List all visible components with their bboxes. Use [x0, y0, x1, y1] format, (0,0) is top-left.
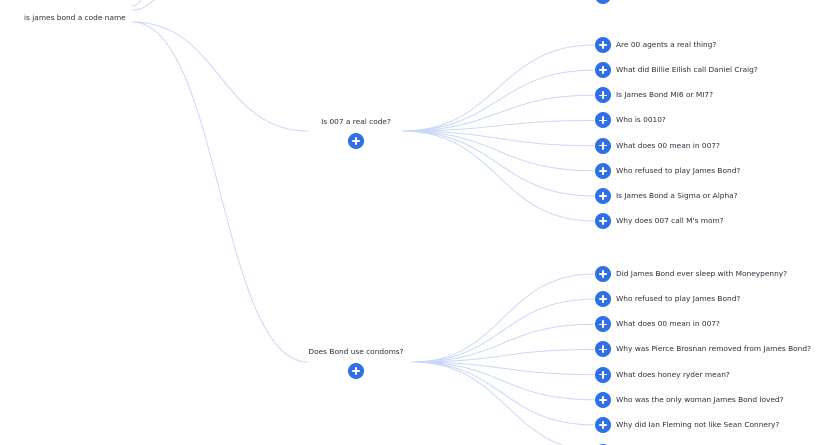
branch-to-leaf-edge — [401, 44, 595, 132]
related-question-label: Is James Bond a Sigma or Alpha? — [616, 190, 738, 200]
plus-circle-icon[interactable] — [595, 341, 611, 358]
related-question-label: Are 00 agents a real thing? — [616, 40, 717, 49]
branch-to-leaf-edge — [401, 119, 595, 132]
root-to-branch-edge — [131, 21, 309, 132]
plus-circle-icon[interactable] — [348, 133, 364, 149]
branch-to-leaf-edge — [401, 130, 595, 147]
root-node-label: is james bond a code name — [24, 13, 126, 22]
offscreen-edge — [131, 0, 156, 11]
related-question-label: Why was Pierce Brosnan removed from Jame… — [616, 344, 811, 354]
branch-to-leaf-edge — [411, 298, 595, 363]
plus-circle-icon[interactable] — [595, 416, 611, 433]
plus-circle-icon[interactable] — [595, 162, 611, 179]
related-question-label: What does 00 mean in 007? — [616, 140, 720, 150]
plus-circle-icon[interactable] — [595, 62, 611, 79]
branch-to-leaf-edge — [401, 130, 595, 197]
related-question-label: Who refused to play James Bond? — [616, 165, 741, 175]
branch-to-leaf-edge — [411, 361, 595, 401]
plus-circle-icon[interactable] — [595, 0, 611, 4]
plus-circle-icon[interactable] — [595, 391, 611, 408]
branch-question-label: Does Bond use condoms? — [308, 347, 404, 356]
offscreen-edge — [411, 361, 564, 445]
related-question-label: Who refused to play James Bond? — [616, 294, 741, 304]
related-question-label: What did Billie Eilish call Daniel Craig… — [616, 65, 758, 75]
related-question-label: What does 00 mean in 007? — [616, 319, 720, 329]
related-question-label: Did James Bond ever sleep with Moneypenn… — [616, 269, 788, 278]
branch-to-leaf-edge — [411, 273, 595, 363]
plus-circle-icon[interactable] — [595, 316, 611, 333]
plus-circle-icon[interactable] — [595, 266, 611, 282]
plus-circle-icon[interactable] — [348, 363, 364, 379]
plus-circle-icon[interactable] — [595, 37, 611, 53]
offscreen-edge — [131, 0, 142, 7]
branch-to-leaf-edge — [411, 348, 595, 363]
plus-circle-icon[interactable] — [595, 366, 611, 383]
branch-to-leaf-edge — [411, 323, 595, 363]
branch-to-leaf-edge — [411, 361, 595, 376]
plus-circle-icon[interactable] — [595, 213, 611, 230]
related-question-label: Why did Ian Fleming not like Sean Conner… — [616, 419, 780, 429]
branch-to-leaf-edge — [401, 69, 595, 132]
related-question-label: What does honey ryder mean? — [616, 369, 730, 379]
plus-circle-icon[interactable] — [595, 137, 611, 154]
branch-to-leaf-edge — [411, 361, 595, 426]
related-question-label: Who was the only woman James Bond loved? — [616, 394, 784, 404]
related-question-label: Why does 007 call M's mom? — [616, 216, 724, 226]
branch-to-leaf-edge — [401, 130, 595, 172]
plus-circle-icon[interactable] — [595, 187, 611, 204]
branch-to-leaf-edge — [401, 130, 595, 222]
related-question-label: Who is 0010? — [616, 115, 666, 125]
related-question-label: Is James Bond MI6 or MI7? — [616, 90, 714, 100]
branch-to-leaf-edge — [401, 94, 595, 132]
plus-circle-icon[interactable] — [595, 112, 611, 129]
plus-circle-icon[interactable] — [595, 87, 611, 104]
branch-question-label: Is 007 a real code? — [321, 117, 391, 126]
root-to-branch-edge — [131, 21, 309, 363]
plus-circle-icon[interactable] — [595, 291, 611, 308]
